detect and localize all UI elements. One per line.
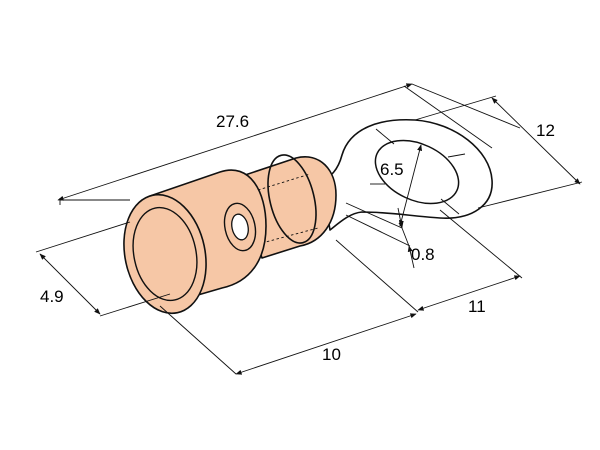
dimension-lines (35, 83, 583, 375)
label-sleeve-diameter: 4.9 (40, 287, 64, 306)
label-tongue-length: 11 (468, 297, 486, 316)
label-thickness: 0.8 (411, 245, 435, 264)
entry-hole (132, 206, 198, 302)
label-sleeve-length: 10 (322, 345, 341, 364)
label-stud-hole: 6.5 (380, 160, 404, 179)
terminal-part (123, 118, 493, 315)
label-ring-width: 12 (536, 121, 555, 140)
dimension-labels: 27.6 12 6.5 0.8 4.9 11 10 (40, 112, 555, 364)
label-overall-length: 27.6 (216, 112, 249, 131)
